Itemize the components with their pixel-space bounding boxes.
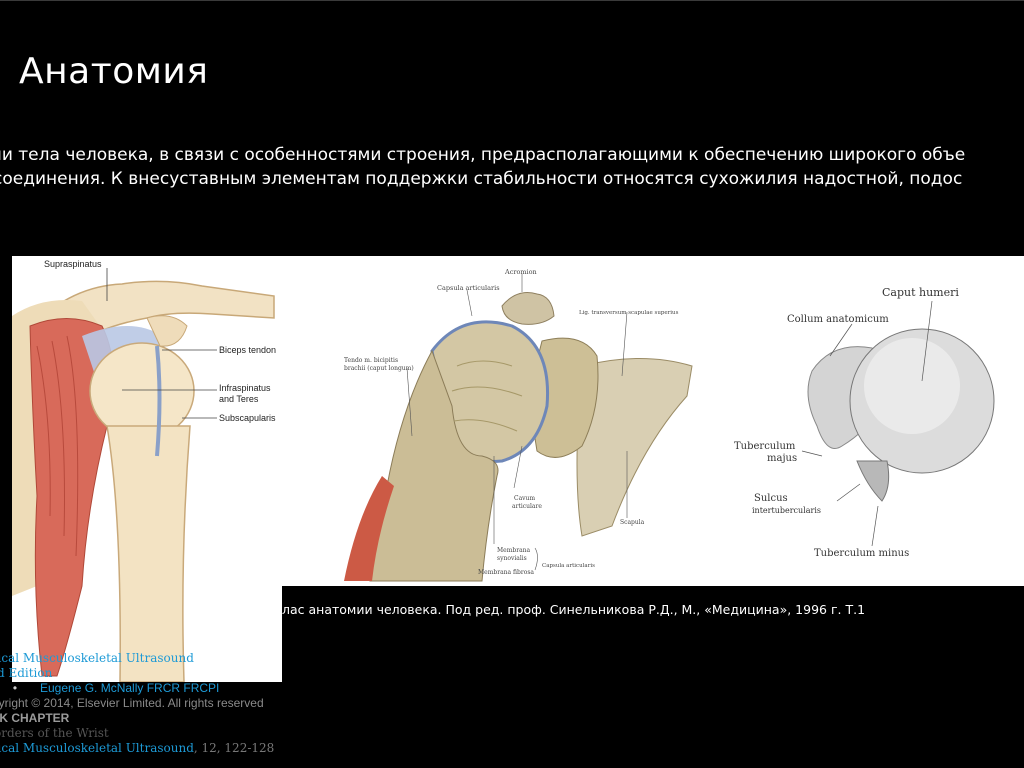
label-caput-humeri: Caput humeri xyxy=(882,286,959,299)
label-tuberculum-majus-2: majus xyxy=(767,453,797,464)
ref-book-title[interactable]: ctical Musculoskeletal Ultrasound xyxy=(0,651,194,665)
label-tendo-2: brachii (caput longum) xyxy=(344,365,414,372)
ref-source-pages: , 12, 122-128 xyxy=(193,741,275,755)
ref-author-row: • Eugene G. McNally FRCR FRCPI xyxy=(0,681,300,696)
top-border-line xyxy=(0,0,1024,1)
intro-paragraph: ми тела человека, в связи с особенностям… xyxy=(0,143,1024,191)
ref-edition: ond Edition xyxy=(0,666,53,680)
joint-anatomy-illustration: Acromion Capsula articularis Lig. transv… xyxy=(282,256,1024,586)
ref-copyright: pyright © 2014, Elsevier Limited. All ri… xyxy=(0,696,264,710)
paragraph-line-2: соединения. К внесуставным элементам под… xyxy=(0,169,963,189)
ref-chapter-heading: OK CHAPTER xyxy=(0,711,70,725)
label-biceps-tendon: Biceps tendon xyxy=(219,345,276,355)
label-acromion: Acromion xyxy=(504,268,537,276)
label-subscapularis: Subscapularis xyxy=(219,413,276,423)
label-membrana-fibrosa: Membrana fibrosa xyxy=(478,569,534,576)
shoulder-muscle-illustration: Supraspinatus Biceps tendon Infraspinatu… xyxy=(12,256,282,682)
paragraph-line-1: ми тела человека, в связи с особенностям… xyxy=(0,145,966,165)
ref-author[interactable]: Eugene G. McNally FRCR FRCPI xyxy=(40,681,220,695)
label-cavum-2: articulare xyxy=(512,503,542,510)
slide-title: Анатомия xyxy=(19,51,209,92)
label-lig-transversum: Lig. transversum scapulae superius xyxy=(579,310,679,316)
label-capsula: Capsula articularis xyxy=(437,284,500,292)
label-sulcus-2: intertubercularis xyxy=(752,506,821,515)
label-infraspinatus: Infraspinatus xyxy=(219,383,271,393)
joint-anatomy-drawing: Acromion Capsula articularis Lig. transv… xyxy=(344,268,995,582)
figure-caption: лас анатомии человека. Под ред. проф. Си… xyxy=(282,602,866,617)
label-membrana-2: synovialis xyxy=(497,555,527,562)
label-cavum-1: Cavum xyxy=(514,495,535,502)
bullet-icon: • xyxy=(12,681,18,695)
label-capsula-articularis: Capsula articularis xyxy=(542,563,595,569)
references-block: ctical Musculoskeletal Ultrasound ond Ed… xyxy=(0,651,300,756)
label-tendo-1: Tendo m. bicipitis xyxy=(344,357,398,364)
label-scapula: Scapula xyxy=(620,519,645,526)
label-tuberculum-minus: Tuberculum minus xyxy=(814,548,909,559)
shoulder-muscle-drawing: Supraspinatus Biceps tendon Infraspinatu… xyxy=(12,259,276,682)
ref-article-title: orders of the Wrist xyxy=(0,726,109,740)
label-tuberculum-majus-1: Tuberculum xyxy=(734,441,796,452)
ref-source: ctical Musculoskeletal Ultrasound, 12, 1… xyxy=(0,741,300,756)
ref-source-title[interactable]: ctical Musculoskeletal Ultrasound xyxy=(0,741,194,755)
label-membrana-1: Membrana xyxy=(497,547,531,554)
label-supraspinatus: Supraspinatus xyxy=(44,259,102,269)
label-collum-anatomicum: Collum anatomicum xyxy=(787,314,889,325)
label-sulcus-1: Sulcus xyxy=(754,493,788,504)
label-and-teres: and Teres xyxy=(219,394,259,404)
